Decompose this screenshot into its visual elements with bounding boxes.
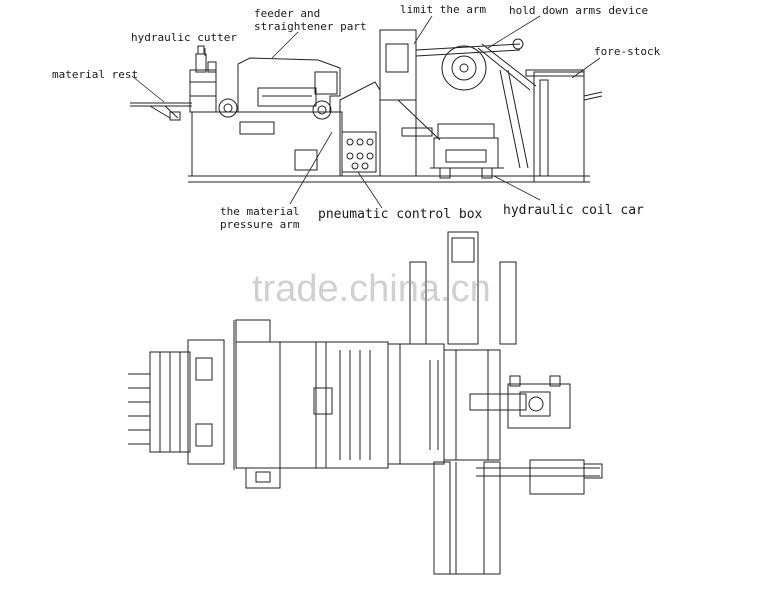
label-material-rest: material rest: [52, 68, 139, 81]
label-hydraulic-cutter: hydraulic cutter: [131, 31, 237, 44]
label-pressure-arm: the material pressure arm: [220, 205, 300, 231]
watermark: trade.china.cn: [252, 268, 491, 310]
hold-down-drawing: [416, 39, 536, 168]
material-rest-drawing: [130, 103, 192, 120]
plan-material-rest: [128, 352, 190, 452]
coil-car-drawing: [430, 124, 504, 178]
limit-arm-drawing: [380, 30, 440, 176]
label-hold-down: hold down arms device: [509, 4, 649, 17]
plan-view: [128, 232, 602, 574]
hydraulic-cutter-drawing: [190, 46, 216, 112]
label-coil-car: hydraulic coil car: [503, 203, 644, 218]
label-pneumatic-box: pneumatic control box: [318, 207, 483, 222]
pneumatic-box-drawing: [340, 82, 380, 176]
label-limit-arm: limit the arm: [400, 3, 487, 16]
feeder-drawing: [219, 58, 340, 119]
side-view: [130, 16, 602, 208]
fore-stock-drawing: [526, 70, 602, 182]
plan-coil-car: [434, 350, 500, 574]
plan-fore-stock: [476, 460, 602, 494]
plan-cutter: [188, 340, 224, 464]
label-fore-stock: fore-stock: [594, 45, 661, 58]
plan-middle: [388, 232, 516, 464]
plan-hold-down: [470, 376, 570, 428]
leader-lines-top: [132, 16, 600, 208]
label-feeder: feeder and straightener part: [254, 7, 367, 33]
plan-feeder: [236, 320, 388, 488]
